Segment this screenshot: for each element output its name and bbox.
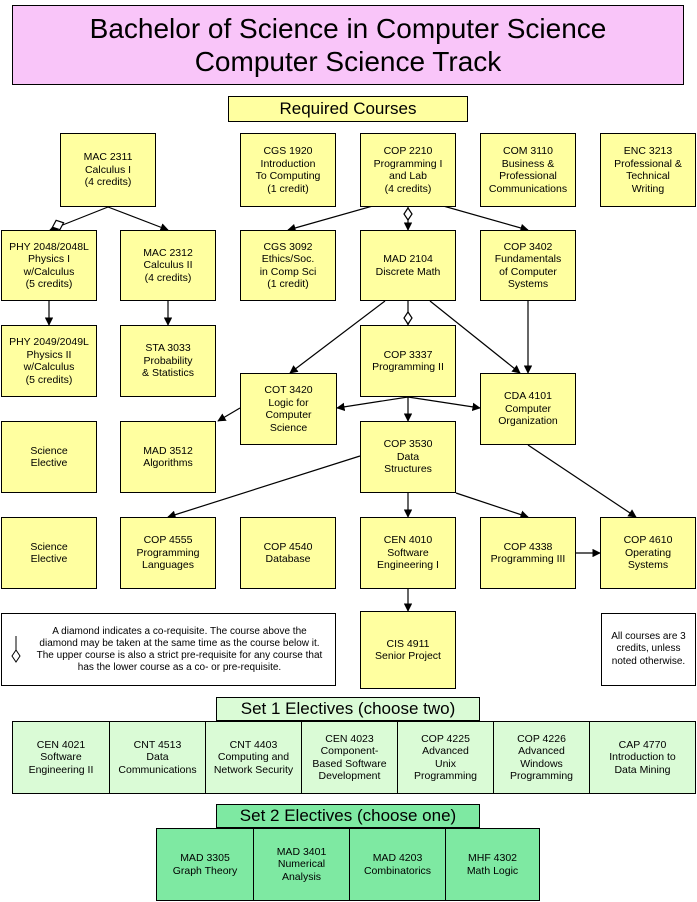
set1-elective-cen4021: CEN 4021 Software Engineering II [28,738,94,776]
edge-cot3420-mad3512 [217,407,241,422]
course-com3110: COM 3110 Business & Professional Communi… [480,133,576,207]
set2-electives-row: MAD 3305 Graph Theory MAD 3401 Numerical… [156,828,540,901]
diamond-legend-note: A diamond indicates a co-requisite. The … [1,613,336,686]
course-science-elective-2: Science Elective [1,517,97,589]
credits-note: All courses are 3 credits, unless noted … [601,613,696,686]
course-phy2049: PHY 2049/2049L Physics II w/Calculus (5 … [1,325,97,397]
set1-elective-cop4225: COP 4225 Advanced Unix Programming [397,722,493,793]
set2-elective-mhf4302: MHF 4302 Math Logic [445,829,539,900]
diamond-legend-icon [11,636,21,663]
course-cis4911: CIS 4911 Senior Project [360,611,456,689]
course-cop4555: COP 4555 Programming Languages [120,517,216,589]
diamond-icon [403,206,413,222]
edge-cop3530-cop4555 [167,455,361,519]
set1-header: Set 1 Electives (choose two) [216,697,480,721]
diamond-legend-text: A diamond indicates a co-requisite. The … [36,625,323,673]
set1-elective-cnt4513: CNT 4513 Data Communications [109,722,205,793]
page-title: Bachelor of Science in Computer Science … [12,5,684,85]
course-science-elective-1: Science Elective [1,421,97,493]
course-mac2312: MAC 2312 Calculus II (4 credits) [120,230,216,301]
set1-elective-cop4226: COP 4226 Advanced Windows Programming [493,722,589,793]
course-phy2048: PHY 2048/2048L Physics I w/Calculus (5 c… [1,230,97,301]
course-cgs3092: CGS 3092 Ethics/Soc. in Comp Sci (1 cred… [240,230,336,301]
set2-elective-mad3305: MAD 3305 Graph Theory [172,852,238,877]
course-enc3213: ENC 3213 Professional & Technical Writin… [600,133,696,207]
course-sta3033: STA 3033 Probability & Statistics [120,325,216,397]
course-cen4010: CEN 4010 Software Engineering I [360,517,456,589]
course-cop4540: COP 4540 Database [240,517,336,589]
course-cop3530: COP 3530 Data Structures [360,421,456,493]
diamond-icon [51,219,65,231]
diamond-icon [403,310,413,326]
set2-elective-mad3401: MAD 3401 Numerical Analysis [253,829,349,900]
edge-mad2104-cda4101 [429,300,521,374]
edge-cop3530-cop4338 [455,492,529,519]
course-cop4610: COP 4610 Operating Systems [600,517,696,589]
set1-elective-cnt4403: CNT 4403 Computing and Network Security [205,722,301,793]
set1-elective-cen4023: CEN 4023 Component- Based Software Devel… [301,722,397,793]
edge-mad2104-cot3420 [289,300,386,374]
set2-elective-mad4203: MAD 4203 Combinatorics [349,829,445,900]
course-cop4338: COP 4338 Programming III [480,517,576,589]
edge-cda4101-cop4610 [527,444,637,518]
course-cop3402: COP 3402 Fundamentals of Computer System… [480,230,576,301]
course-cda4101: CDA 4101 Computer Organization [480,373,576,445]
set1-elective-cap4770: CAP 4770 Introduction to Data Mining [589,722,695,793]
course-cgs1920: CGS 1920 Introduction To Computing (1 cr… [240,133,336,207]
course-cop2210: COP 2210 Programming I and Lab (4 credit… [360,133,456,207]
course-mad2104: MAD 2104 Discrete Math [360,230,456,301]
set2-header: Set 2 Electives (choose one) [216,804,480,828]
course-mac2311: MAC 2311 Calculus I (4 credits) [60,133,156,207]
course-mad3512: MAD 3512 Algorithms [120,421,216,493]
edge-cop3337-cot3420 [336,396,409,411]
edge-mac2311-mac2312 [107,206,169,232]
set1-electives-row: CEN 4021 Software Engineering II CNT 451… [12,721,696,794]
edge-cop3337-cda4101 [407,396,481,412]
course-cop3337: COP 3337 Programming II [360,325,456,397]
required-courses-header: Required Courses [228,96,468,122]
course-cot3420: COT 3420 Logic for Computer Science [240,373,337,445]
